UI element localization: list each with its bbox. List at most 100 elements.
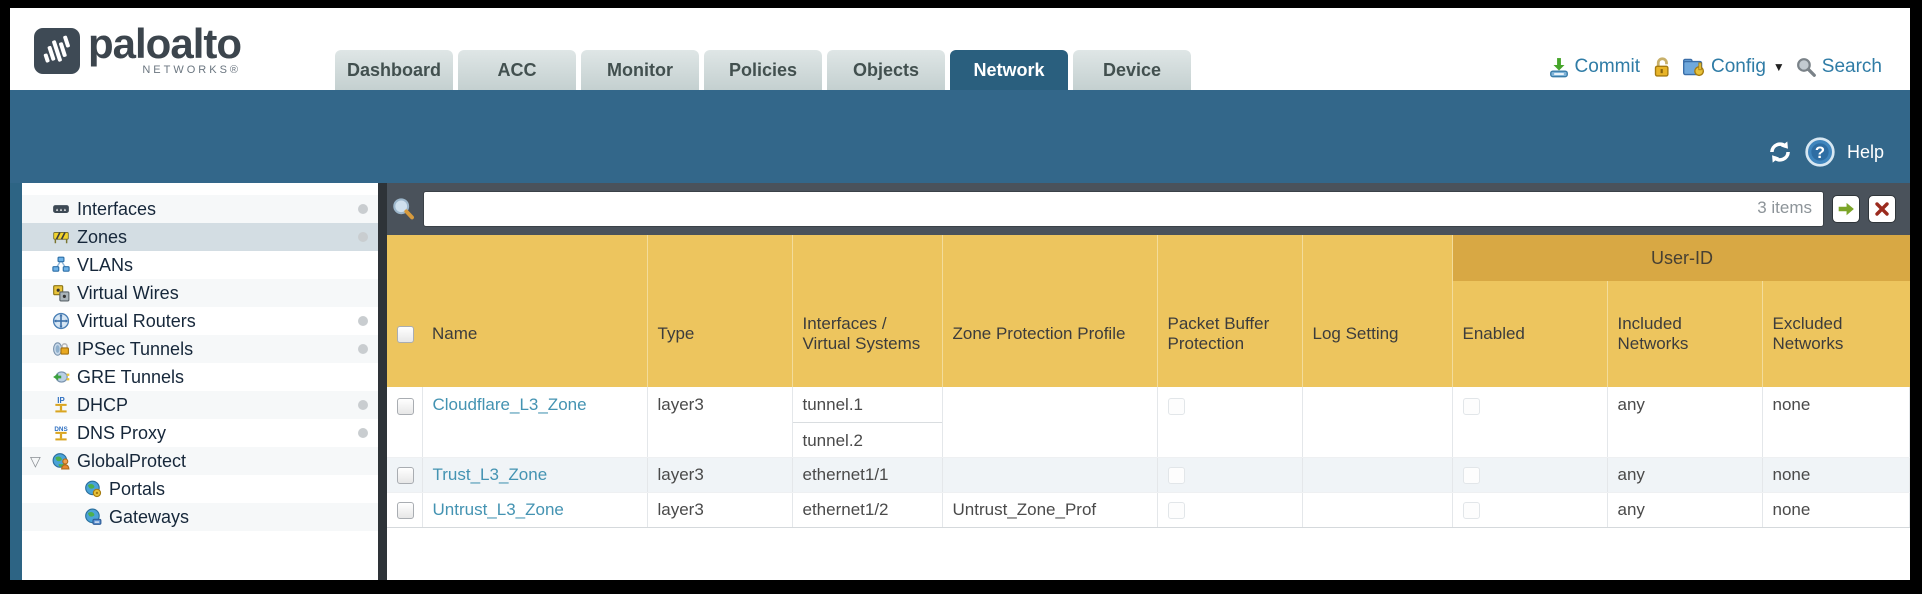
zones-main-panel: 3 items — [387, 183, 1910, 580]
tab-monitor[interactable]: Monitor — [581, 50, 699, 90]
col-header-enabled[interactable]: Enabled — [1451, 281, 1607, 387]
virtual-routers-icon — [52, 312, 70, 330]
zones-table: User-ID Name Type Interfaces / Virtual S… — [387, 235, 1910, 528]
packet-buffer-checkbox[interactable] — [1167, 502, 1185, 520]
zone-name-link[interactable]: Trust_L3_Zone — [432, 465, 548, 484]
included-networks: any — [1617, 395, 1645, 414]
interfaces-icon — [53, 205, 69, 213]
zone-interface: tunnel.1 — [802, 395, 864, 414]
ipsec-tunnels-icon — [53, 342, 69, 356]
clear-filter-button[interactable] — [1868, 195, 1896, 223]
col-header-included-networks[interactable]: Included Networks — [1606, 281, 1762, 387]
lock-icon[interactable] — [1650, 56, 1672, 78]
zones-icon — [53, 232, 69, 244]
col-header-excluded-networks[interactable]: Excluded Networks — [1761, 281, 1910, 387]
globalprotect-icon — [52, 453, 70, 470]
green-arrow-icon — [1838, 202, 1854, 216]
packet-buffer-checkbox[interactable] — [1167, 398, 1185, 416]
table-row: Cloudflare_L3_Zone layer3 tunnel.1 tunne… — [387, 387, 1910, 458]
zone-name-link[interactable]: Untrust_L3_Zone — [432, 500, 564, 519]
excluded-networks: none — [1762, 492, 1910, 528]
header-actions: Commit Config ▼ — [1548, 56, 1882, 90]
filter-input[interactable] — [423, 191, 1824, 227]
sidebar-item-ipsec-tunnels[interactable]: IPSec Tunnels — [22, 335, 378, 363]
col-header-interfaces[interactable]: Interfaces / Virtual Systems — [791, 281, 942, 387]
row-checkbox[interactable] — [397, 467, 414, 485]
zone-interface: tunnel.2 — [792, 422, 942, 457]
table-row: Trust_L3_Zone layer3 ethernet1/1 any non… — [387, 457, 1910, 493]
row-checkbox[interactable] — [397, 398, 414, 416]
tab-dashboard[interactable]: Dashboard — [335, 50, 453, 90]
tab-network[interactable]: Network — [950, 50, 1068, 90]
tab-device[interactable]: Device — [1073, 50, 1191, 90]
app-window: paloalto NETWORKS® Dashboard ACC Monitor… — [10, 8, 1910, 580]
sidebar-item-gre-tunnels[interactable]: GRE Tunnels — [22, 363, 378, 391]
user-id-enabled-checkbox[interactable] — [1462, 502, 1480, 520]
zone-interface: ethernet1/2 — [792, 492, 943, 528]
sidebar-item-virtual-wires[interactable]: Virtual Wires — [22, 279, 378, 307]
excluded-networks: none — [1762, 457, 1910, 493]
included-networks: any — [1607, 492, 1763, 528]
included-networks: any — [1607, 457, 1763, 493]
row-checkbox[interactable] — [397, 502, 414, 520]
select-all-checkbox[interactable] — [397, 326, 414, 344]
svg-text:IP: IP — [57, 396, 64, 405]
filter-bar: 3 items — [387, 183, 1910, 235]
col-header-name[interactable]: Name — [422, 281, 647, 387]
dns-proxy-icon: DNS — [54, 426, 68, 441]
user-id-enabled-checkbox[interactable] — [1462, 398, 1480, 416]
red-x-icon — [1875, 202, 1889, 216]
paloalto-logo: paloalto NETWORKS® — [34, 22, 242, 76]
sidebar-item-globalprotect[interactable]: ▽ GlobalProtect — [22, 447, 378, 475]
col-header-zone-protection-profile[interactable]: Zone Protection Profile — [941, 281, 1157, 387]
notification-dot — [358, 400, 368, 410]
help-icon[interactable]: ? — [1805, 137, 1835, 167]
zone-protection-profile — [942, 457, 1158, 493]
sidebar-item-zones[interactable]: Zones — [22, 223, 378, 251]
brand-subtitle: NETWORKS® — [142, 64, 242, 76]
zone-type: layer3 — [647, 492, 793, 528]
sidebar-item-virtual-routers[interactable]: Virtual Routers — [22, 307, 378, 335]
search-button[interactable]: Search — [1795, 56, 1882, 78]
log-setting — [1302, 457, 1453, 493]
sidebar-item-dns-proxy[interactable]: DNS DNS Proxy — [22, 419, 378, 447]
packet-buffer-checkbox[interactable] — [1167, 467, 1185, 485]
sidebar-item-dhcp[interactable]: IP DHCP — [22, 391, 378, 419]
table-empty-area — [387, 528, 1910, 580]
table-group-header-row: User-ID — [387, 235, 1910, 281]
sidebar-item-vlans[interactable]: VLANs — [22, 251, 378, 279]
log-setting — [1302, 492, 1453, 528]
commit-button[interactable]: Commit — [1548, 56, 1640, 78]
zone-name-link[interactable]: Cloudflare_L3_Zone — [432, 395, 587, 414]
virtual-wires-icon — [53, 285, 70, 302]
col-header-type[interactable]: Type — [646, 281, 792, 387]
help-label[interactable]: Help — [1846, 141, 1884, 162]
col-header-log-setting[interactable]: Log Setting — [1301, 281, 1452, 387]
items-count: 3 items — [1757, 198, 1812, 217]
gateways-icon — [85, 508, 102, 525]
tab-acc[interactable]: ACC — [458, 50, 576, 90]
sidebar-divider — [378, 183, 387, 580]
dhcp-icon: IP — [55, 396, 67, 413]
main-tabs: Dashboard ACC Monitor Policies Objects N… — [335, 50, 1191, 90]
notification-dot — [358, 232, 368, 242]
svg-text:DNS: DNS — [54, 426, 67, 433]
vlans-icon — [52, 256, 70, 272]
refresh-icon[interactable] — [1767, 139, 1793, 165]
zone-type: layer3 — [657, 395, 704, 414]
tab-policies[interactable]: Policies — [704, 50, 822, 90]
sidebar-item-gateways[interactable]: Gateways — [22, 503, 378, 531]
config-button[interactable]: Config ▼ — [1682, 56, 1785, 78]
col-header-packet-buffer-protection[interactable]: Packet Buffer Protection — [1156, 281, 1302, 387]
tab-objects[interactable]: Objects — [827, 50, 945, 90]
search-icon — [1796, 58, 1816, 77]
apply-filter-button[interactable] — [1832, 195, 1860, 223]
sidebar-item-interfaces[interactable]: Interfaces — [22, 195, 378, 223]
user-id-enabled-checkbox[interactable] — [1462, 467, 1480, 485]
table-header-row: Name Type Interfaces / Virtual Systems Z… — [387, 281, 1910, 387]
sidebar-item-portals[interactable]: Portals — [22, 475, 378, 503]
zone-protection-profile: Untrust_Zone_Prof — [942, 492, 1158, 528]
notification-dot — [358, 316, 368, 326]
expander-icon[interactable]: ▽ — [30, 452, 41, 469]
excluded-networks: none — [1772, 395, 1811, 414]
